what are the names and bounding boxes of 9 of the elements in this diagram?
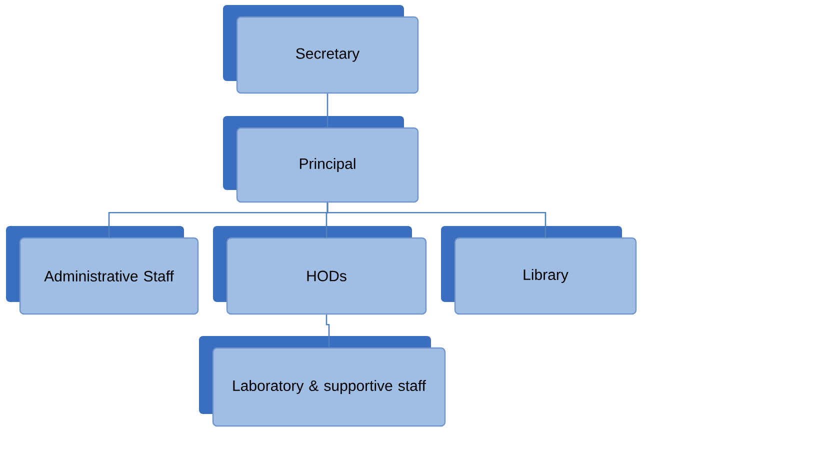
org-box: Secretary <box>223 5 419 94</box>
connector-line <box>326 94 328 128</box>
org-box: Principal <box>223 116 419 203</box>
org-box: Library <box>441 226 637 315</box>
org-box: HODs <box>213 226 427 315</box>
connector-line <box>326 202 546 238</box>
connector-line <box>326 314 330 348</box>
org-box: Laboratory & supportive staff <box>199 336 446 427</box>
org-box: Administrative Staff <box>6 226 199 315</box>
